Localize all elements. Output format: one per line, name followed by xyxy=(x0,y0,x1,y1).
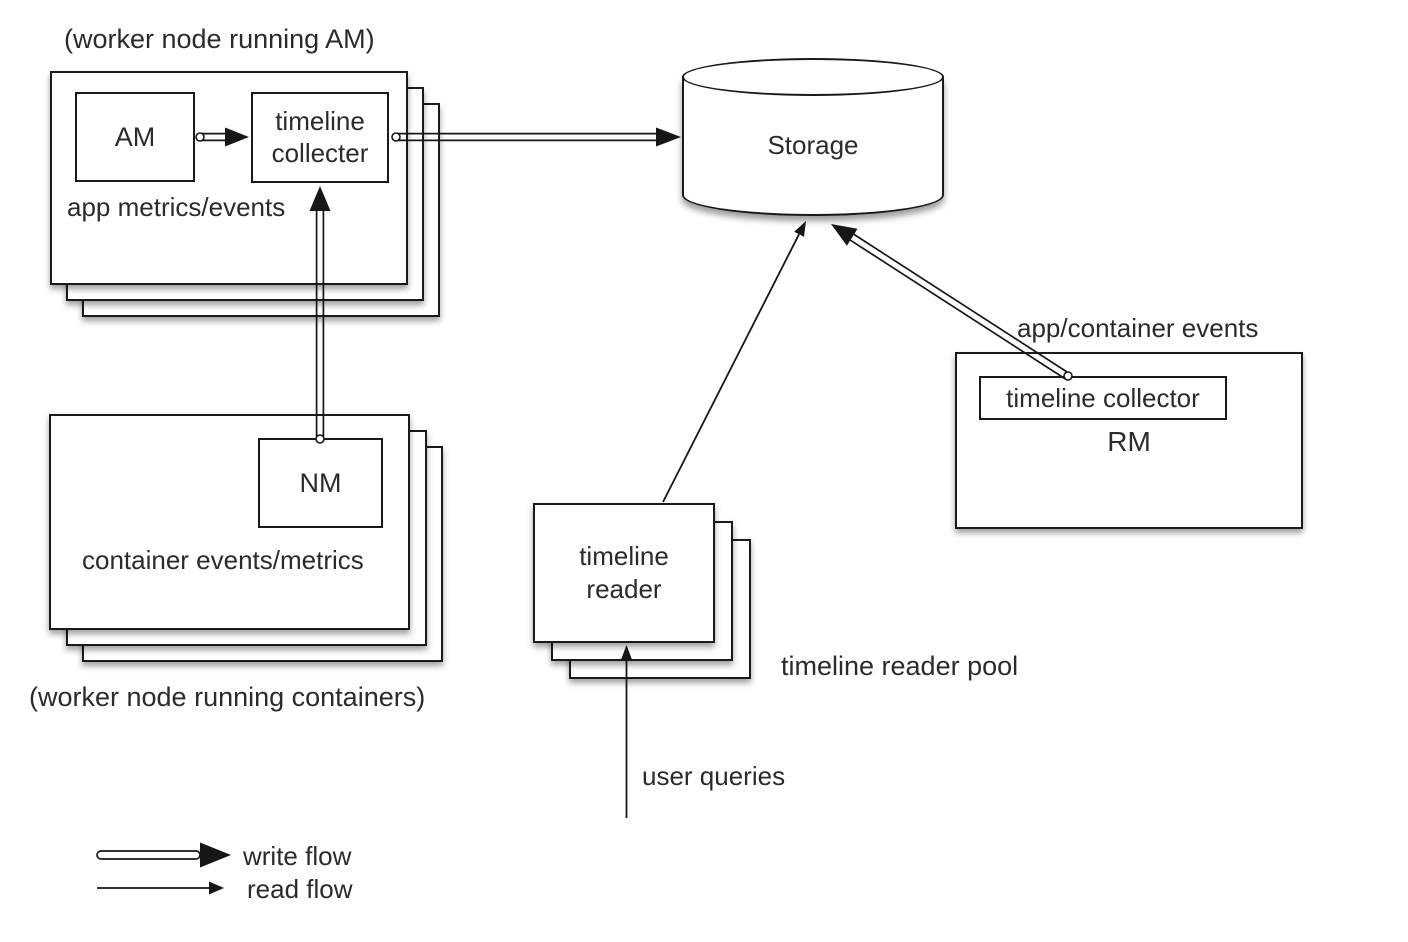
legend-write-flow-arrow xyxy=(96,842,231,868)
timeline-reader-label: timeline reader xyxy=(579,540,669,604)
storage-label: Storage xyxy=(767,130,859,160)
legend-read-flow-arrow xyxy=(97,881,224,895)
app-container-events-label: app/container events xyxy=(1017,313,1259,343)
legend-write-flow-label: write flow xyxy=(243,841,352,871)
timeline-reader-node: timeline reader xyxy=(533,503,715,643)
container-events-metrics-label: container events/metrics xyxy=(82,545,364,575)
am-timeline-collector-label: timeline collecter xyxy=(271,105,369,168)
worker-am-caption: (worker node running AM) xyxy=(64,24,375,54)
timeline-reader-pool-label: timeline reader pool xyxy=(781,651,1019,681)
worker-containers-caption: (worker node running containers) xyxy=(29,682,426,712)
storage-cylinder-body xyxy=(682,77,944,216)
nm-box: NM xyxy=(258,438,383,528)
rm-timeline-collector-box: timeline collector xyxy=(979,376,1227,420)
legend-read-flow-label: read flow xyxy=(247,874,353,904)
read-arrow-reader-to-storage xyxy=(662,221,806,503)
am-timeline-collector-box: timeline collecter xyxy=(251,92,389,183)
rm-label: RM xyxy=(1107,426,1151,457)
storage-cylinder-top xyxy=(682,58,944,96)
app-metrics-events-label: app metrics/events xyxy=(67,192,286,222)
am-box: AM xyxy=(75,92,195,182)
user-queries-label: user queries xyxy=(642,761,786,791)
